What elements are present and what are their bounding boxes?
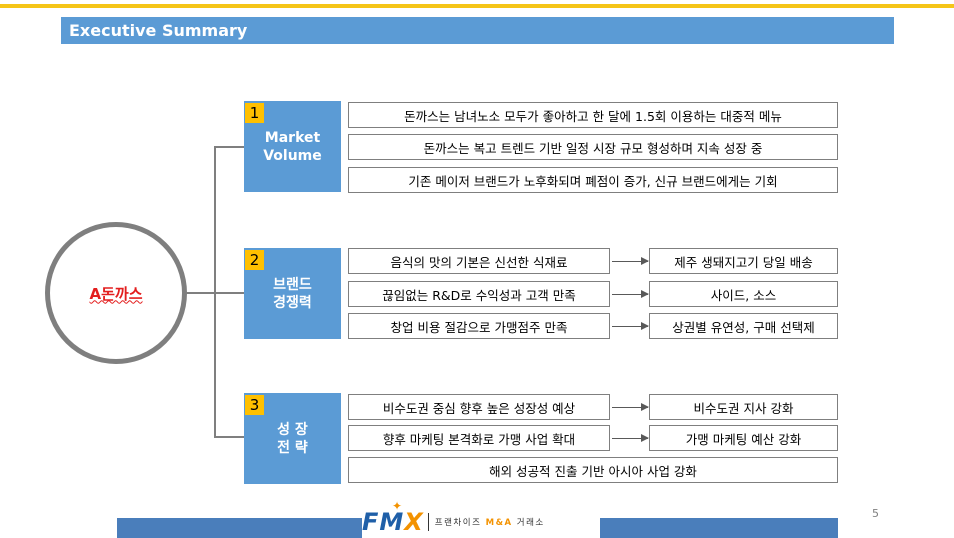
footer-tagline: 프랜차이즈 M&A 거래소	[435, 516, 545, 528]
section-2-item-3: 창업 비용 절감으로 가맹점주 만족	[348, 313, 610, 339]
section-1-item-2: 돈까스는 복고 트렌드 기반 일정 시장 규모 형성하며 지속 성장 중	[348, 134, 838, 160]
section-2-number-badge: 2	[245, 250, 264, 270]
connector-center-horizontal	[186, 292, 216, 294]
section-2-arrow-1	[612, 257, 649, 265]
top-accent-line	[0, 4, 954, 8]
footer-divider	[427, 512, 429, 531]
section-3-number-badge: 3	[245, 395, 264, 415]
section-1-item-1: 돈까스는 남녀노소 모두가 좋아하고 한 달에 1.5회 이용하는 대중적 메뉴	[348, 102, 838, 128]
section-3-result-1: 비수도권 지사 강화	[649, 394, 838, 420]
section-3-item-2: 향후 마케팅 본격화로 가맹 사업 확대	[348, 425, 610, 451]
section-2-result-1: 제주 생돼지고기 당일 배송	[649, 248, 838, 274]
section-2-result-2: 사이드, 소스	[649, 281, 838, 307]
section-2-item-1: 음식의 맛의 기본은 신선한 식재료	[348, 248, 610, 274]
page-title: Executive Summary	[61, 17, 894, 44]
section-3-arrow-2	[612, 434, 649, 442]
section-3-item-3: 해외 성공적 진출 기반 아시아 사업 강화	[348, 457, 838, 483]
section-1-number-badge: 1	[245, 103, 264, 123]
center-circle: A돈까스	[45, 222, 187, 364]
center-label: A돈까스	[89, 284, 143, 303]
connector-branch-3	[214, 436, 244, 438]
tagline-accent: M&A	[485, 517, 513, 528]
fmx-logo: ✦ FMX	[362, 499, 424, 536]
connector-branch-2	[214, 292, 244, 294]
section-2-box: 브랜드 경쟁력	[244, 248, 341, 339]
section-2-result-3: 상권별 유연성, 구매 선택제	[649, 313, 838, 339]
footer-bar-left	[117, 518, 363, 538]
footer-bar-right	[599, 518, 838, 538]
footer-logo-area: ✦ FMX 프랜차이즈 M&A 거래소	[362, 499, 600, 538]
section-2-arrow-2	[612, 290, 649, 298]
connector-branch-1	[214, 146, 244, 148]
page-number: 5	[872, 507, 879, 520]
section-3-arrow-1	[612, 403, 649, 411]
logo-main-text: FM	[362, 507, 405, 536]
section-3-item-1: 비수도권 중심 향후 높은 성장성 예상	[348, 394, 610, 420]
section-1-box: Market Volume	[244, 101, 341, 192]
section-2-arrow-3	[612, 322, 649, 330]
section-3-label: 성 장 전 략	[277, 421, 308, 456]
section-2-label: 브랜드 경쟁력	[273, 276, 312, 311]
section-1-label: Market Volume	[263, 129, 322, 164]
section-2-item-2: 끊임없는 R&D로 수익성과 고객 만족	[348, 281, 610, 307]
section-3-result-2: 가맹 마케팅 예산 강화	[649, 425, 838, 451]
logo-star-icon: ✦	[392, 498, 404, 513]
tagline-pre: 프랜차이즈	[434, 517, 486, 528]
section-1-item-3: 기존 메이저 브랜드가 노후화되며 폐점이 증가, 신규 브랜드에게는 기회	[348, 167, 838, 193]
logo-accent-text: X	[404, 507, 424, 536]
tagline-post: 거래소	[512, 517, 545, 528]
